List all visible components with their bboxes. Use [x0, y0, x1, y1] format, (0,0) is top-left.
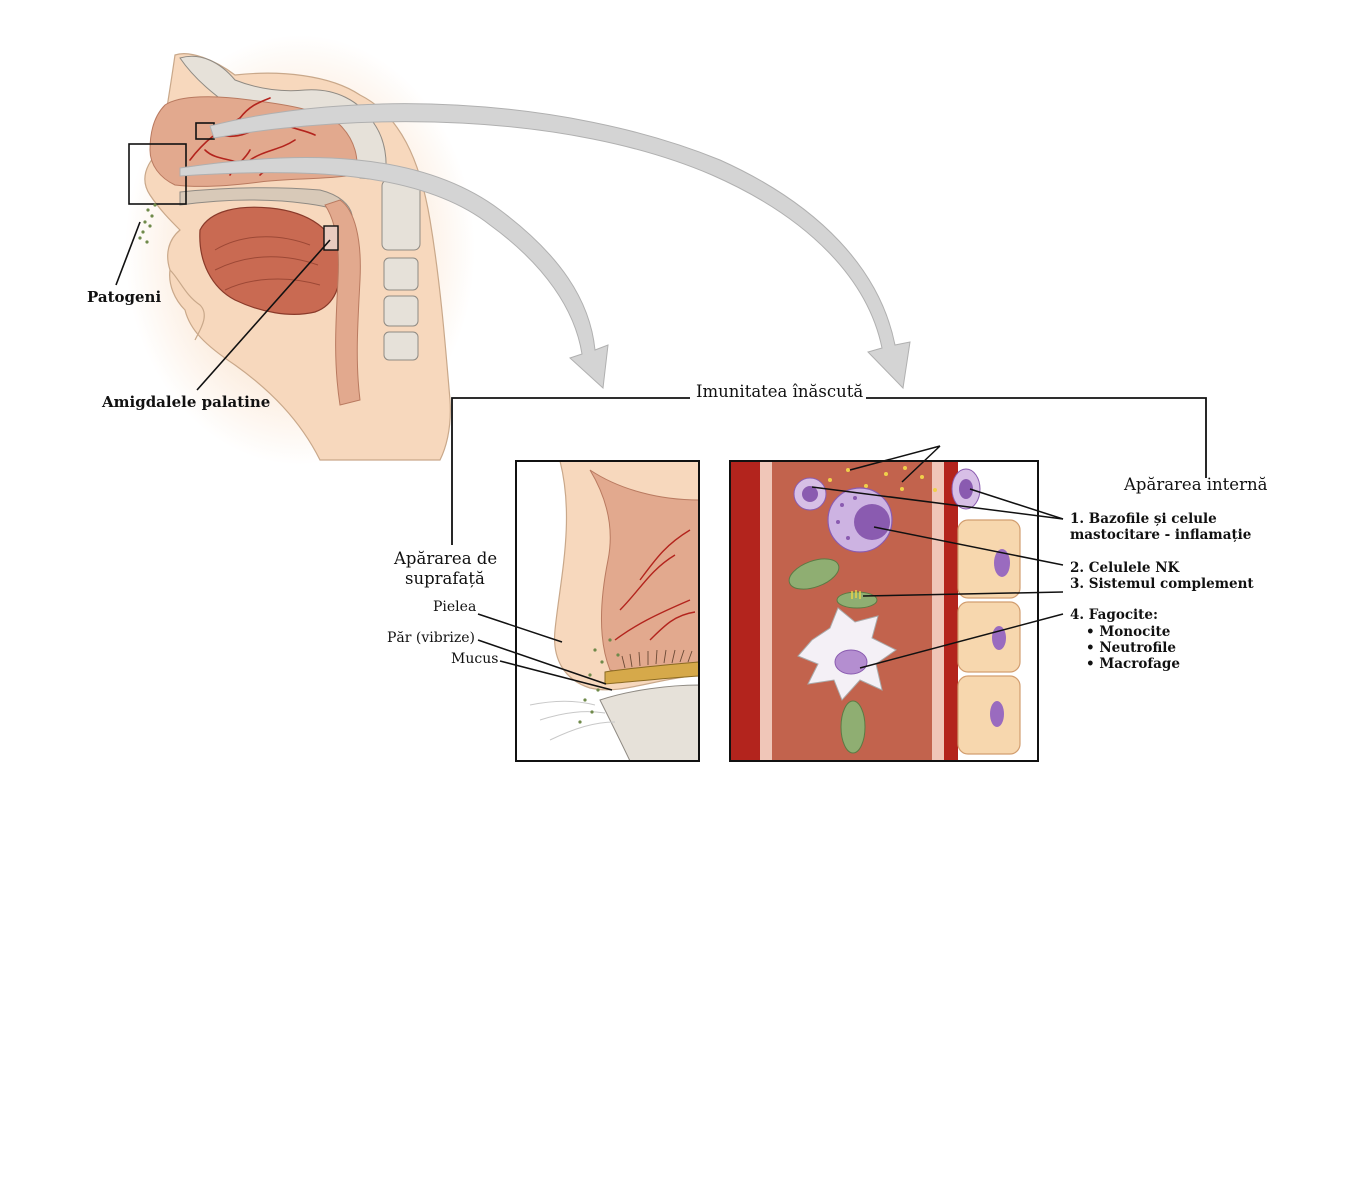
item1-line1: 1. Bazofile și celule: [1070, 511, 1217, 527]
hair-label: Păr (vibrize): [387, 630, 476, 646]
zoom-arrows: [179, 103, 911, 390]
internal-defense-label: Apărarea internă: [1124, 475, 1268, 494]
mucus-label: Mucus: [451, 651, 499, 667]
head-cross-section: [115, 35, 475, 465]
surface-defense-label-line2: suprafață: [405, 569, 485, 588]
phagocyte-list-item: • Macrofage: [1086, 656, 1180, 672]
phagocyte-monocytes: Monocite: [1099, 624, 1171, 640]
surface-defense-inset: [477, 460, 700, 762]
item3-label: 3. Sistemul complement: [1070, 576, 1254, 592]
spine: [381, 179, 421, 361]
skin-label: Pielea: [433, 599, 477, 615]
innate-immunity-bracket: [451, 397, 1207, 545]
innate-immunity-title: Imunitatea înăscută: [694, 382, 866, 401]
surface-defense-label-line1: Apărarea de: [394, 549, 498, 568]
tonsil-marker: [323, 225, 339, 251]
phagocyte-neutrophils: Neutrofile: [1099, 640, 1176, 656]
phagocyte-list-item: • Monocite: [1086, 624, 1171, 640]
phagocyte-list-item: • Neutrofile: [1086, 640, 1176, 656]
tonsils-label: Amigdalele palatine: [102, 393, 271, 411]
phagocyte-macrophages: Macrofage: [1099, 656, 1180, 672]
pathogens-label: Patogeni: [87, 288, 162, 306]
pathogen-particles: [138, 203, 157, 244]
item1-line2: mastocitare - inflamație: [1070, 527, 1252, 543]
tonsils-leader: [196, 239, 331, 391]
item4-label: 4. Fagocite:: [1070, 607, 1158, 623]
pathogens-leader: [115, 221, 141, 286]
internal-defense-inset: [729, 445, 1064, 762]
item2-label: 2. Celulele NK: [1070, 560, 1180, 576]
